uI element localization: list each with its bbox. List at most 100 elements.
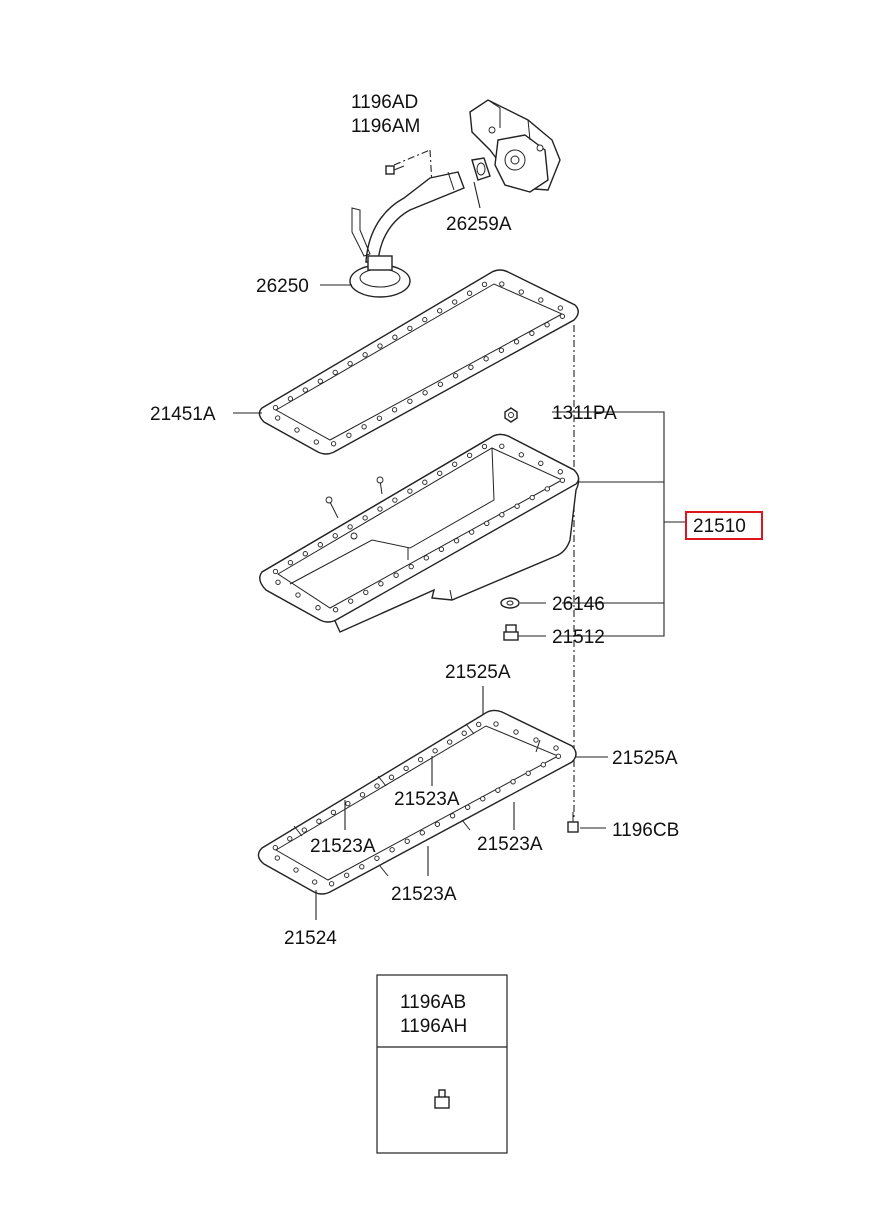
bolt-hole: [388, 774, 395, 780]
bolt-hole: [312, 879, 318, 885]
bolt-hole: [437, 470, 443, 476]
bolt-hole: [407, 398, 413, 404]
bolt-hole: [468, 364, 474, 370]
bolt-hole: [499, 281, 505, 287]
label-26259A: 26259A: [446, 214, 512, 235]
bolt-hole: [294, 427, 300, 433]
bolt-hole: [347, 360, 353, 367]
oil-strainer-pipe-part: [349, 171, 465, 298]
bolt-1196CB-part: [567, 812, 579, 833]
bolt-hole: [391, 407, 398, 413]
bolt-hole: [525, 770, 531, 776]
bolt-hole: [403, 765, 409, 772]
bolt-hole: [301, 827, 307, 833]
bolt-hole: [423, 555, 429, 561]
bolt-hole: [359, 864, 365, 870]
bolt-hole: [348, 598, 354, 604]
bolt-hole: [362, 515, 368, 521]
pump-gasket-part: [471, 157, 491, 181]
bolt-hole: [437, 308, 443, 314]
bolt-hole: [452, 461, 458, 467]
label-26146: 26146: [552, 594, 605, 615]
bolt-hole: [469, 529, 475, 535]
bolt-hole: [465, 804, 471, 810]
bolt-hole: [328, 881, 335, 887]
label-21523A-3: 21523A: [477, 834, 543, 855]
label-21512: 21512: [552, 627, 605, 648]
label-1196AM: 1196AM: [351, 116, 420, 137]
bolt-hole: [302, 387, 308, 393]
label-1311PA: 1311PA: [552, 403, 617, 424]
bolt-dash-line: [393, 149, 431, 166]
bolt-hole: [449, 813, 456, 819]
bolt-hole: [377, 506, 383, 512]
bolt-hole: [544, 486, 550, 492]
bolt-hole: [272, 844, 278, 851]
bolt-hole: [495, 787, 501, 793]
bolt-hole: [347, 524, 353, 530]
bolt-hole: [447, 739, 453, 745]
bolt-hole: [287, 396, 294, 402]
bolt-hole: [513, 729, 519, 735]
bolt-hole: [377, 343, 383, 349]
group-bracket-21510: [552, 411, 686, 637]
label-21510[interactable]: 21510: [693, 516, 746, 537]
bolt-hole: [555, 753, 562, 759]
bolt-hole: [422, 479, 428, 485]
bolt-hole: [275, 579, 281, 585]
bolt-hole: [559, 477, 566, 483]
bolt-hole: [293, 867, 299, 873]
bolt-hole: [513, 339, 520, 345]
bolt-hole: [483, 356, 489, 362]
oil-pan-part: [259, 433, 580, 633]
bolt-1196AD-part: [385, 165, 405, 175]
bolt-hole: [345, 800, 351, 807]
bolt-hole: [476, 721, 482, 728]
bolt-hole: [434, 821, 441, 827]
bolt-hole: [518, 289, 524, 295]
bolt-hole: [317, 378, 323, 384]
label-21525A-top: 21525A: [445, 662, 511, 683]
bolt-hole: [499, 443, 505, 449]
bolt-hole: [316, 818, 322, 824]
bolt-hole: [540, 762, 546, 768]
label-1196CB: 1196CB: [612, 820, 679, 841]
bolt-hole: [344, 872, 350, 878]
bolt-hole: [499, 512, 505, 518]
upper-oil-pan-gasket-part: [258, 269, 579, 455]
bolt-hole: [461, 730, 467, 736]
label-21523A-2: 21523A: [310, 836, 376, 857]
lower-gasket-assembly-part: [257, 709, 577, 895]
bolt-hole: [392, 334, 398, 340]
bolt-hole: [302, 551, 308, 557]
bolt-hole: [404, 838, 410, 844]
label-1196AH: 1196AH: [400, 1016, 467, 1037]
label-21524: 21524: [284, 928, 337, 949]
bolt-hole: [557, 305, 563, 311]
bolt-hole: [361, 424, 367, 430]
bolt-hole: [272, 404, 279, 411]
bolt-hole: [422, 390, 428, 396]
bolt-hole: [407, 488, 413, 494]
bolt-hole: [374, 783, 380, 789]
bolt-hole: [538, 460, 544, 466]
bolt-hole: [437, 381, 444, 387]
leader-lines: [233, 181, 608, 920]
label-1196AB: 1196AB: [400, 992, 466, 1013]
bolt-hole: [557, 469, 563, 475]
bolt-hole: [432, 748, 438, 754]
bolt-hole: [332, 369, 338, 376]
bolt-hole: [544, 322, 550, 328]
highlight-box-21510[interactable]: [685, 511, 763, 540]
bolt-icon: [434, 1089, 450, 1109]
bolt-hole: [363, 589, 369, 596]
label-21525A-right: 21525A: [612, 748, 678, 769]
bolt-hole: [529, 330, 535, 336]
bolt-hole: [274, 855, 280, 861]
bolt-hole: [466, 452, 473, 459]
bolt-hole: [315, 605, 321, 611]
bolt-hole: [317, 542, 323, 548]
bolt-hole: [529, 494, 535, 501]
bolt-hole: [374, 855, 380, 861]
